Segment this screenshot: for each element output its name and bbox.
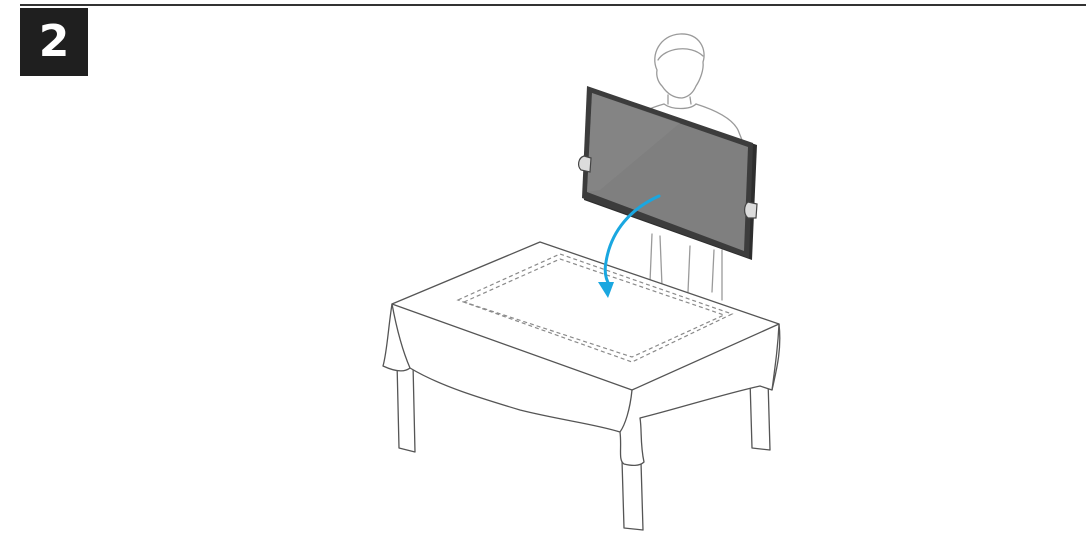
top-rule [20, 4, 1086, 6]
display-panel-icon [578, 86, 758, 260]
person-carrying-icon [639, 33, 743, 301]
curved-arrow-down-icon [598, 194, 661, 298]
dashed-placement-outline-icon [456, 253, 734, 363]
step-number-badge: 2 [20, 8, 88, 76]
table-with-cloth-icon [382, 241, 781, 531]
